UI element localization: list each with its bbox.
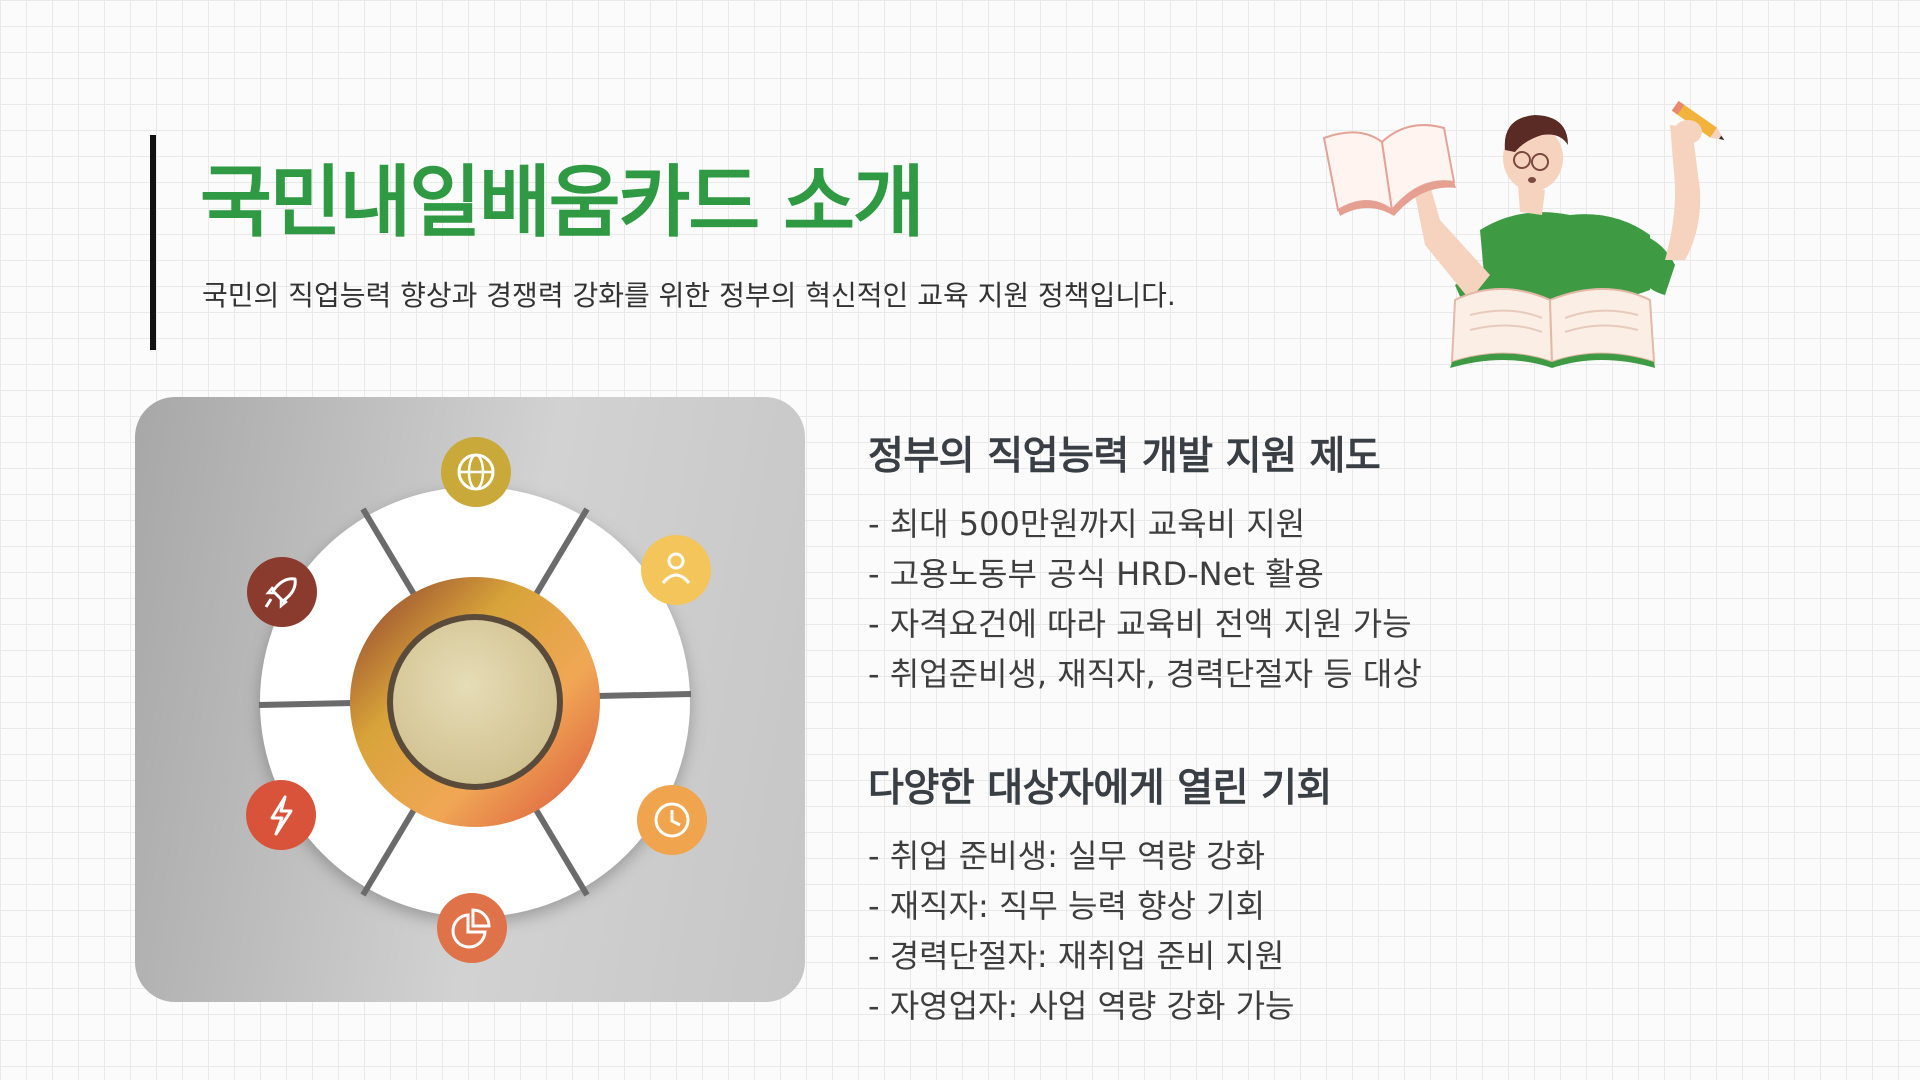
center-circle <box>393 620 557 784</box>
page-title: 국민내일배움카드 소개 <box>200 158 925 248</box>
list-item: - 자영업자: 사업 역량 강화 가능 <box>868 987 1295 1025</box>
segment-dividers <box>258 507 692 897</box>
target-audience-section: 다양한 대상자에게 열린 기회 - 취업 준비생: 실무 역량 강화 - 재직자… <box>868 757 1332 1031</box>
rocket-icon <box>247 557 317 627</box>
title-accent-bar <box>150 135 156 350</box>
support-system-section: 정부의 직업능력 개발 지원 제도 - 최대 500만원까지 교육비 지원 - … <box>868 425 1422 699</box>
section-heading: 정부의 직업능력 개발 지원 제도 <box>868 434 1381 479</box>
reading-person-illustration <box>1322 100 1725 368</box>
bullet-list: - 취업 준비생: 실무 역량 강화 - 재직자: 직무 능력 향상 기회 - … <box>868 831 1332 1031</box>
section-heading: 다양한 대상자에게 열린 기회 <box>868 766 1332 811</box>
globe-icon <box>441 437 511 507</box>
user-icon <box>641 535 711 605</box>
cycle-diagram-card <box>135 397 805 1002</box>
list-item: - 최대 500만원까지 교육비 지원 <box>868 505 1306 543</box>
list-item: - 자격요건에 따라 교육비 전액 지원 가능 <box>868 605 1412 643</box>
cycle-diagram <box>246 437 711 963</box>
lightning-icon <box>246 780 316 850</box>
list-item: - 취업 준비생: 실무 역량 강화 <box>868 837 1266 875</box>
list-item: - 경력단절자: 재취업 준비 지원 <box>868 937 1285 975</box>
list-item: - 고용노동부 공식 HRD-Net 활용 <box>868 555 1324 593</box>
bullet-list: - 최대 500만원까지 교육비 지원 - 고용노동부 공식 HRD-Net 활… <box>868 499 1422 699</box>
list-item: - 취업준비생, 재직자, 경력단절자 등 대상 <box>868 655 1422 693</box>
pie-chart-icon <box>437 893 507 963</box>
list-item: - 재직자: 직무 능력 향상 기회 <box>868 887 1266 925</box>
clock-icon <box>637 785 707 855</box>
page-subtitle: 국민의 직업능력 향상과 경쟁력 강화를 위한 정부의 혁신적인 교육 지원 정… <box>202 279 1176 312</box>
